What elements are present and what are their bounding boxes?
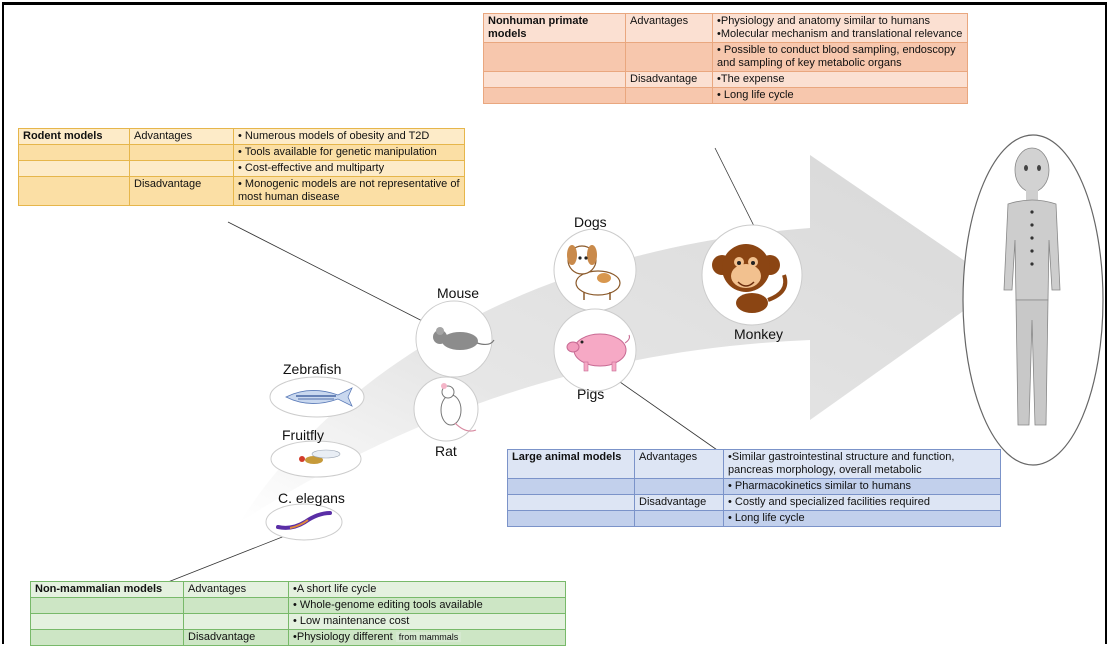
large-animal-category: Disadvantage bbox=[634, 494, 724, 511]
large-animal-category bbox=[634, 510, 724, 527]
label-fruitfly: Fruitfly bbox=[282, 427, 324, 443]
label-rat: Rat bbox=[435, 443, 457, 459]
non-mammalian-item: •Physiology different from mammals bbox=[288, 629, 566, 646]
label-dogs: Dogs bbox=[574, 214, 607, 230]
rodent-category: Advantages bbox=[129, 128, 234, 145]
rodent-item: • Cost-effective and multiparty bbox=[233, 160, 465, 177]
fruitfly-circle bbox=[270, 440, 362, 478]
zebrafish-circle bbox=[269, 376, 365, 418]
fruitfly-icon bbox=[299, 449, 341, 464]
rat-circle bbox=[413, 376, 479, 442]
nonhuman-primate-table: Nonhuman primate models Advantages •Phys… bbox=[483, 13, 968, 104]
rodent-item: • Monogenic models are not representativ… bbox=[233, 176, 465, 206]
label-c-elegans: C. elegans bbox=[278, 490, 345, 506]
primate-header: Nonhuman primate models bbox=[483, 13, 626, 43]
rodent-category bbox=[129, 144, 234, 161]
non-mammalian-category bbox=[183, 597, 289, 614]
primate-category: Advantages bbox=[625, 13, 713, 43]
connector-non-mammalian bbox=[167, 529, 301, 583]
rodent-category: Disadvantage bbox=[129, 176, 234, 206]
dogs-circle bbox=[553, 228, 637, 312]
non-mammalian-category: Disadvantage bbox=[183, 629, 289, 646]
large-animal-header: Large animal models bbox=[507, 449, 635, 479]
connector-rodent bbox=[227, 221, 441, 331]
note-from-mammals: from mammals bbox=[395, 632, 462, 642]
human-figure-icon bbox=[1003, 147, 1061, 426]
monkey-icon bbox=[712, 244, 788, 313]
dog-icon bbox=[567, 245, 621, 300]
mouse-icon bbox=[433, 327, 495, 350]
non-mammalian-category: Advantages bbox=[183, 581, 289, 598]
primate-item: •The expense bbox=[712, 71, 968, 88]
rodent-table: Rodent models Advantages • Numerous mode… bbox=[18, 128, 465, 206]
large-animal-item: • Costly and specialized facilities requ… bbox=[723, 494, 1001, 511]
label-monkey: Monkey bbox=[734, 326, 784, 342]
primate-category: Disadvantage bbox=[625, 71, 713, 88]
label-pigs: Pigs bbox=[577, 386, 605, 402]
mouse-circle bbox=[415, 300, 495, 378]
primate-category bbox=[625, 87, 713, 104]
large-animal-item: • Pharmacokinetics similar to humans bbox=[723, 478, 1001, 495]
connector-primate bbox=[714, 147, 758, 233]
rodent-item: • Numerous models of obesity and T2D bbox=[233, 128, 465, 145]
primate-item: • Long life cycle bbox=[712, 87, 968, 104]
non-mammalian-table: Non-mammalian models Advantages •A short… bbox=[30, 581, 566, 646]
rat-icon bbox=[440, 383, 477, 432]
non-mammalian-item: • Low maintenance cost bbox=[288, 613, 566, 630]
primate-item: • Possible to conduct blood sampling, en… bbox=[712, 42, 968, 72]
label-mouse: Mouse bbox=[437, 285, 480, 301]
large-animal-table: Large animal models Advantages •Similar … bbox=[507, 449, 1001, 527]
non-mammalian-item: •A short life cycle bbox=[288, 581, 566, 598]
pigs-circle bbox=[553, 308, 637, 392]
rodent-category bbox=[129, 160, 234, 177]
zebrafish-icon bbox=[285, 387, 353, 407]
rodent-item: • Tools available for genetic manipulati… bbox=[233, 144, 465, 161]
rodent-header: Rodent models bbox=[18, 128, 130, 145]
large-animal-item: •Similar gastrointestinal structure and … bbox=[723, 449, 1001, 479]
primate-category bbox=[625, 42, 713, 72]
pig-icon bbox=[566, 333, 630, 372]
label-zebrafish: Zebrafish bbox=[283, 361, 342, 377]
non-mammalian-header: Non-mammalian models bbox=[30, 581, 184, 598]
c-elegans-circle bbox=[265, 503, 343, 541]
large-animal-item: • Long life cycle bbox=[723, 510, 1001, 527]
non-mammalian-item: • Whole-genome editing tools available bbox=[288, 597, 566, 614]
primate-item: •Physiology and anatomy similar to human… bbox=[712, 13, 968, 43]
non-mammalian-category bbox=[183, 613, 289, 630]
large-animal-category bbox=[634, 478, 724, 495]
monkey-circle bbox=[701, 224, 803, 326]
large-animal-category: Advantages bbox=[634, 449, 724, 479]
c-elegans-icon bbox=[276, 511, 332, 530]
